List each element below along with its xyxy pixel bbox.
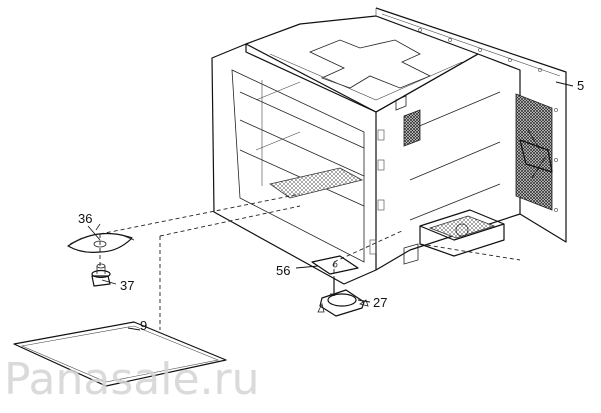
part-56-plate <box>311 255 359 275</box>
label-part-9: 9 <box>140 318 147 333</box>
watermark-text: Panasale.ru <box>4 354 260 405</box>
part-27-motor <box>317 278 369 317</box>
part-37-roller <box>91 263 111 287</box>
label-part-27: 27 <box>373 295 387 310</box>
label-part-37: 37 <box>120 278 134 293</box>
alignment-lines <box>99 193 521 330</box>
oven-cavity-assembly <box>211 7 567 285</box>
leader-lines <box>87 81 574 331</box>
part-36-coupling <box>67 223 135 253</box>
label-part-5: 5 <box>577 78 584 93</box>
label-part-56: 56 <box>276 263 290 278</box>
rear-panel-holes <box>418 28 558 212</box>
part-9-tray <box>13 321 227 387</box>
label-part-36: 36 <box>78 211 92 226</box>
